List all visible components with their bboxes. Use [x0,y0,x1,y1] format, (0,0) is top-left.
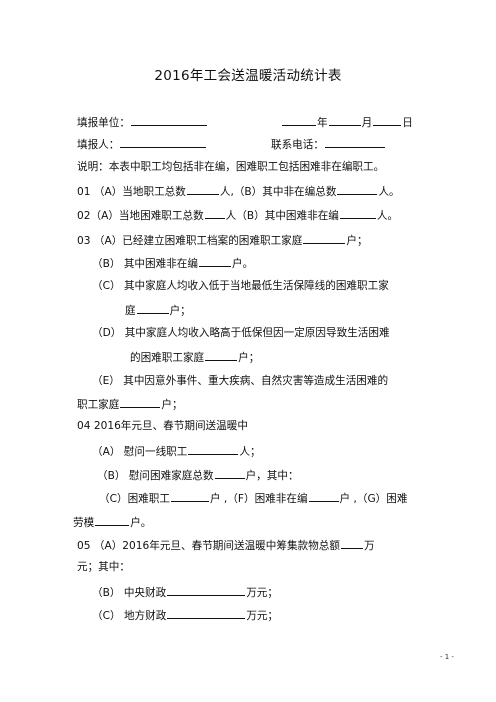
item-03-a: 03 （A）已经建立困难职工档案的困难职工家庭 户； [77,232,368,248]
item-04-g-label: 户 ,（G）困难 [339,493,408,505]
item-05-a-line1: 05 （A）2016年元旦、春节期间送温暖中筹集款物总额 万 [77,537,375,553]
document-title: 2016年工会送温暖活动统计表 [154,68,342,84]
item-05-a-unit: 万 [363,540,375,552]
item-05-b-unit: 万元； [246,587,278,599]
item-03-a-blank[interactable] [303,232,346,244]
item-04-c-blank[interactable] [170,490,209,502]
item-04-a-label: （A） 慰问一线职工 [92,446,188,458]
item-04-b: （B） 慰问困难家庭总数 户，其中： [97,467,299,483]
item-04-f-blank[interactable] [308,490,339,502]
item-03-a-unit: 户； [346,235,368,247]
unit-label: 填报单位： [77,117,130,129]
day-label: 日 [402,117,413,129]
item-05-a-line2: 元；其中： [77,561,130,573]
item-04-f-label: 户 ,（F）困难非在编 [209,493,308,505]
year-label: 年 [317,117,328,129]
day-blank[interactable] [373,114,402,126]
item-01: 01 （A）当地职工总数 人,（B）其中非在编总数 人。 [77,183,400,199]
item-05-c-blank[interactable] [167,607,246,619]
item-05-b-blank[interactable] [167,584,246,596]
item-04-b-blank[interactable] [214,467,245,479]
item-03-e-line1: （E） 其中因意外事件、重大疾病、自然灾害等造成生活困难的 [92,375,389,387]
item-05-c-label: （C） 地方财政 [92,610,167,622]
item-03-b-label: （B） 其中困难非在编 [92,258,198,270]
item-05-c: （C） 地方财政 万元； [92,607,278,623]
item-03-c-label: 庭 [125,305,136,317]
item-04-b-label: （B） 慰问困难家庭总数 [97,470,214,482]
item-03-a-label: 03 （A）已经建立困难职工档案的困难职工家庭 [77,235,303,247]
phone-row: 联系电话： [271,136,386,152]
item-03-b-blank[interactable] [198,255,231,267]
item-05-b-label: （B） 中央财政 [92,587,167,599]
item-03-e-line2: 职工家庭 户； [77,396,183,412]
item-04-g-label-cont: 劳模 [73,517,95,529]
item-03-e-blank[interactable] [120,396,161,408]
item-04-c-label: （C）困难职工 [99,493,170,505]
item-03-d-blank[interactable] [205,349,238,361]
phone-blank[interactable] [324,136,385,148]
unit-blank[interactable] [130,114,207,126]
item-03-c-line2: 庭 户； [125,302,191,318]
item-05-c-unit: 万元； [246,610,279,622]
item-03-b-unit: 户。 [231,258,254,270]
item-03-c-line1: （C） 其中家庭人均收入低于当地最低生活保障线的困难职工家 [92,280,389,292]
item-04-g-blank[interactable] [95,514,130,526]
month-blank[interactable] [328,114,361,126]
item-04-b-unit: 户，其中： [245,470,299,482]
date-row: 年月日 [281,114,413,130]
item-03-c-unit: 户； [169,305,191,317]
item-05-a-blank[interactable] [340,537,363,549]
filler-label: 填报人： [77,139,120,151]
item-03-e-label: 职工家庭 [77,399,120,411]
item-04-g-unit: 户。 [130,517,152,529]
item-04-c-line1: （C）困难职工 户 ,（F）困难非在编 户 ,（G）困难 [99,490,407,506]
item-02-blank-a[interactable] [204,207,225,219]
note-text: 说明：本表中职工均包括非在编，困难职工包括困难非在编职工。 [77,161,385,173]
item-04-header: 04 2016年元旦、春节期间送温暖中 [77,420,248,432]
month-label: 月 [361,117,373,129]
item-01-blank-b[interactable] [337,183,378,195]
item-01-label: 01 （A）当地职工总数 [77,186,186,198]
item-02: 02（A）当地困难职工总数 人（B）其中困难非在编 人。 [77,207,398,223]
item-01-label-b: 人,（B）其中非在编总数 [219,186,337,198]
item-04-a-unit: 人； [239,446,261,458]
item-01-blank-a[interactable] [186,183,219,195]
item-03-d-line2: 的困难职工家庭 户； [130,349,259,365]
item-04-a-blank[interactable] [188,443,239,455]
item-03-d-unit: 户； [238,352,260,364]
item-05-a-label: 05 （A）2016年元旦、春节期间送温暖中筹集款物总额 [77,540,340,552]
item-03-c-blank[interactable] [136,302,169,314]
item-04-c-line2: 劳模 户。 [73,514,151,530]
unit-row: 填报单位： [77,114,208,130]
filler-blank[interactable] [120,136,207,148]
page-number: - 1 - [440,653,454,661]
phone-label: 联系电话： [271,139,324,151]
item-04-a: （A） 慰问一线职工 人； [92,443,261,459]
item-02-label-b: 人（B）其中困难非在编 [225,210,339,222]
item-02-blank-b[interactable] [339,207,376,219]
filler-row: 填报人： [77,136,207,152]
item-02-unit: 人。 [376,210,399,222]
item-03-d-line1: （D） 其中家庭人均收入略高于低保但因一定原因导致生活困难 [92,327,390,339]
year-blank[interactable] [282,114,316,126]
item-05-b: （B） 中央财政 万元； [92,584,278,600]
item-01-unit: 人。 [378,186,400,198]
item-03-d-label: 的困难职工家庭 [130,352,205,364]
item-03-b: （B） 其中困难非在编 户。 [92,255,253,271]
item-02-label: 02（A）当地困难职工总数 [77,210,204,222]
item-03-e-unit: 户； [161,399,183,411]
